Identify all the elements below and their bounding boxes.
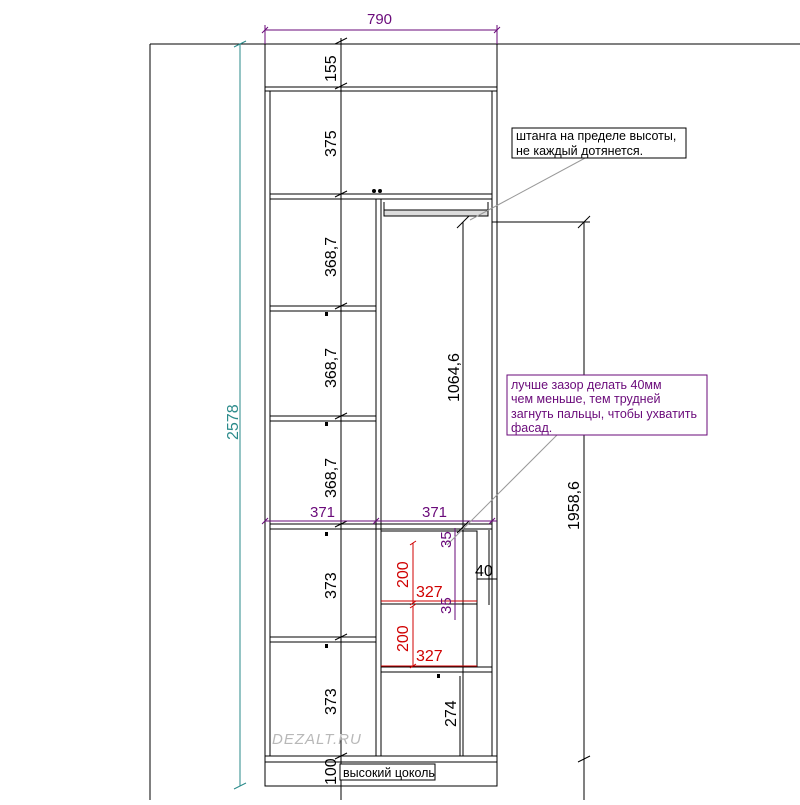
dim-35-1: 35	[438, 531, 455, 548]
dimension-lines	[334, 37, 591, 800]
note-rod-line1: штанга на пределе высоты,	[516, 129, 676, 143]
drawer-dimensions	[381, 540, 477, 669]
note-gap-line3: загнуть пальцы, чтобы ухватить	[511, 407, 697, 421]
dim-373-1: 373	[323, 572, 340, 599]
note-plinth: высокий цоколь	[343, 766, 435, 780]
note-box-rod: штанга на пределе высоты, не каждый дотя…	[511, 127, 687, 159]
note-box-plinth: высокий цоколь	[339, 763, 436, 781]
dim-drawer-200-1: 200	[395, 561, 412, 588]
purple-dimension-lines	[261, 25, 501, 620]
note-gap-line2: чем меньше, тем трудней	[511, 392, 661, 406]
dim-top-width: 790	[367, 11, 392, 28]
dim-371-right: 371	[422, 504, 447, 521]
dim-40: 40	[475, 563, 493, 580]
dim-368-2: 368,7	[323, 348, 340, 388]
note-gap-line4: фасад.	[511, 421, 552, 435]
dim-155: 155	[323, 55, 340, 82]
note-gap-line1: лучше зазор делать 40мм	[511, 378, 662, 392]
dim-drawer-200-2: 200	[395, 625, 412, 652]
shelf-pins	[325, 189, 440, 678]
dim-1064: 1064,6	[446, 353, 463, 402]
dim-drawer-327-1: 327	[416, 584, 443, 601]
dim-368-1: 368,7	[323, 237, 340, 277]
note-box-gap: лучше зазор делать 40мм чем меньше, тем …	[506, 374, 708, 436]
dim-35-2: 35	[438, 597, 455, 614]
watermark: DEZALT.RU	[272, 731, 362, 748]
dim-1958: 1958,6	[566, 481, 583, 530]
dim-373-2: 373	[323, 688, 340, 715]
note-rod-line2: не каждый дотянется.	[516, 144, 643, 158]
dim-100: 100	[323, 758, 340, 785]
dim-total-height: 2578	[225, 404, 242, 440]
wardrobe-carcass	[264, 43, 498, 787]
total-height-dimension	[233, 40, 247, 790]
dim-368-3: 368,7	[323, 458, 340, 498]
dim-drawer-327-2: 327	[416, 648, 443, 665]
note-leaders	[446, 149, 601, 546]
dim-375: 375	[323, 130, 340, 157]
dim-371-left: 371	[310, 504, 335, 521]
dim-274: 274	[443, 700, 460, 727]
